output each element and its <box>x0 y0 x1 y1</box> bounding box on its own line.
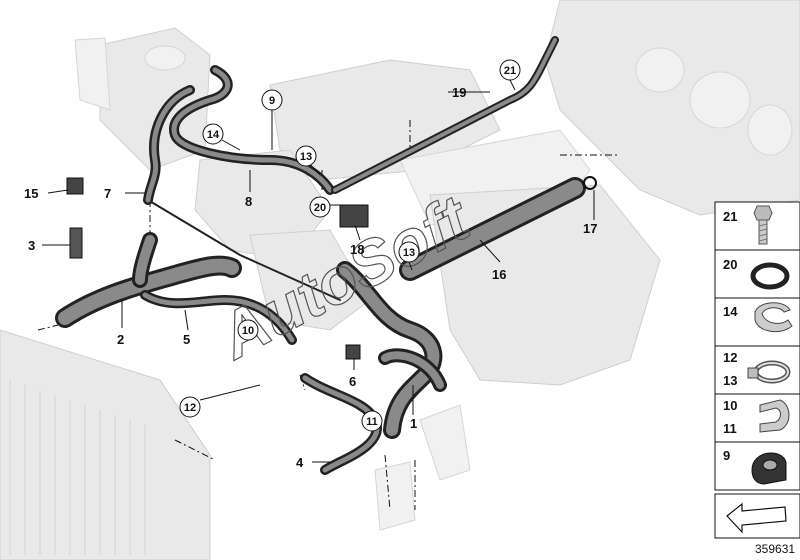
callout-15: 15 <box>24 186 38 201</box>
circled-callout-10: 10 <box>237 319 259 341</box>
callout-6: 6 <box>349 374 356 389</box>
bolt-icon <box>753 205 773 245</box>
callout-labels: 1 2 3 4 5 6 7 8 15 16 17 18 19 <box>24 85 597 470</box>
callout-17: 17 <box>583 221 597 236</box>
callout-16: 16 <box>492 267 506 282</box>
svg-text:14: 14 <box>207 129 220 141</box>
legend-number-14: 14 <box>723 304 738 319</box>
legend-number-13: 13 <box>723 373 737 388</box>
legend-number-12: 12 <box>723 350 737 365</box>
legend-number-11: 11 <box>723 421 737 436</box>
callout-8: 8 <box>245 194 252 209</box>
callout-7: 7 <box>104 186 111 201</box>
clip-icon <box>754 302 793 333</box>
circled-callout-21: 21 <box>499 59 521 81</box>
callout-3: 3 <box>28 238 35 253</box>
svg-text:13: 13 <box>300 151 312 163</box>
circled-callout-11: 11 <box>361 410 383 432</box>
parts-legend: 21 20 14 12 13 10 11 9 <box>714 201 800 539</box>
radiator-ghost <box>0 329 211 560</box>
callout-1: 1 <box>410 416 417 431</box>
svg-text:10: 10 <box>242 325 254 337</box>
svg-text:13: 13 <box>403 247 415 259</box>
svg-text:9: 9 <box>269 95 275 107</box>
callout-4: 4 <box>296 455 304 470</box>
legend-number-20: 20 <box>723 257 737 272</box>
hose-clamp-icon <box>747 360 791 384</box>
expansion-tank-ghost <box>74 27 211 171</box>
circled-callout-20: 20 <box>309 196 331 218</box>
figure-id: 359631 <box>755 542 795 556</box>
o-ring-icon <box>750 262 790 290</box>
circled-callout-13-lower: 13 <box>398 241 420 263</box>
svg-text:12: 12 <box>184 402 196 414</box>
legend-number-21: 21 <box>723 209 737 224</box>
engine-block-ghost <box>194 0 800 531</box>
circled-callout-12: 12 <box>179 396 201 418</box>
hoses <box>55 36 597 475</box>
circled-callout-14: 14 <box>202 123 224 145</box>
callout-5: 5 <box>183 332 190 347</box>
circled-callout-13-upper: 13 <box>295 145 317 167</box>
arrow-down-left-icon <box>726 502 787 534</box>
circled-callout-9: 9 <box>261 89 283 111</box>
leader-lines <box>42 79 595 463</box>
svg-text:20: 20 <box>314 202 326 214</box>
callout-19: 19 <box>452 85 466 100</box>
circled-callouts: 9 10 11 12 13 13 14 20 <box>179 59 521 432</box>
svg-text:21: 21 <box>504 65 516 77</box>
pipe-holder-icon <box>751 452 787 485</box>
callout-2: 2 <box>117 332 124 347</box>
bracket-clip-icon <box>759 399 790 433</box>
legend-number-9: 9 <box>723 448 730 463</box>
callout-18: 18 <box>350 242 364 257</box>
legend-number-10: 10 <box>723 398 737 413</box>
svg-text:11: 11 <box>366 416 378 428</box>
